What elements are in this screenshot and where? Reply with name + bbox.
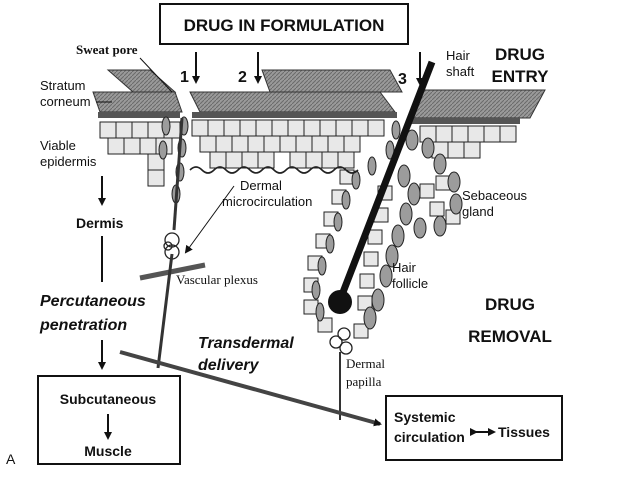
hair-follicle-label-1: Hair [392, 260, 417, 275]
dermal-micro-label-2: microcirculation [222, 194, 312, 209]
drug-in-formulation-box: DRUG IN FORMULATION [159, 3, 409, 45]
hair-shaft-label-2: shaft [446, 64, 475, 79]
route-arrows [192, 52, 424, 86]
dermal-papilla-label-1: Dermal [346, 356, 385, 371]
viable-label-1: Viable [40, 138, 76, 153]
tissues-label: Tissues [498, 424, 550, 440]
stratum-label-2: corneum [40, 94, 91, 109]
vascular-to-systemic-line [156, 253, 174, 369]
drug-entry-line1: DRUG [495, 45, 545, 64]
transdermal-label-2: delivery [198, 357, 260, 374]
route-1-label: 1 [180, 69, 189, 86]
dermal-papilla-label-2: papilla [346, 374, 382, 389]
sebaceous-label-1: Sebaceous [462, 188, 528, 203]
systemic-circulation-box: Systemic circulation Tissues [385, 395, 563, 461]
drug-removal-line1: DRUG [485, 295, 535, 314]
transdermal-label-1: Transdermal [198, 335, 294, 352]
vascular-plexus-label: Vascular plexus [176, 272, 258, 287]
dermal-micro-label-1: Dermal [240, 178, 282, 193]
sweat-pore-label: Sweat pore [76, 42, 138, 57]
hair-follicle-label-2: follicle [392, 276, 428, 291]
vascular-plexus-line [139, 262, 206, 281]
drug-entry-line2: ENTRY [492, 67, 550, 86]
systemic-label-2: circulation [394, 429, 465, 445]
panel-label: A [6, 451, 16, 467]
hair-bulb [328, 290, 352, 314]
dermal-micro-leader [184, 185, 235, 254]
hair-shaft [336, 60, 436, 302]
subcutaneous-label: Subcutaneous [60, 391, 157, 407]
drug-removal-line2: REMOVAL [468, 327, 552, 346]
dermal-papilla-coil [329, 327, 353, 355]
transdermal-arrow [119, 350, 382, 427]
viable-epidermis-cells [99, 119, 517, 339]
percutaneous-label-2: penetration [39, 317, 127, 334]
route-3-label: 3 [398, 71, 407, 88]
sweat-pore-leader [139, 57, 173, 93]
viable-label-2: epidermis [40, 154, 97, 169]
header-title: DRUG IN FORMULATION [184, 16, 385, 35]
sweat-duct [172, 117, 184, 231]
systemic-label-1: Systemic [394, 409, 456, 425]
dermal-microcirculation-line [189, 166, 359, 174]
stratum-label-1: Stratum [40, 78, 86, 93]
stratum-corneum-layer [92, 69, 546, 124]
muscle-label: Muscle [84, 443, 132, 459]
percutaneous-label-1: Percutaneous [40, 293, 146, 310]
subcutaneous-box: Subcutaneous Muscle [37, 375, 181, 465]
hair-shaft-label-1: Hair [446, 48, 471, 63]
sebaceous-label-2: gland [462, 204, 494, 219]
route-2-label: 2 [238, 69, 247, 86]
dermis-label: Dermis [76, 215, 124, 231]
